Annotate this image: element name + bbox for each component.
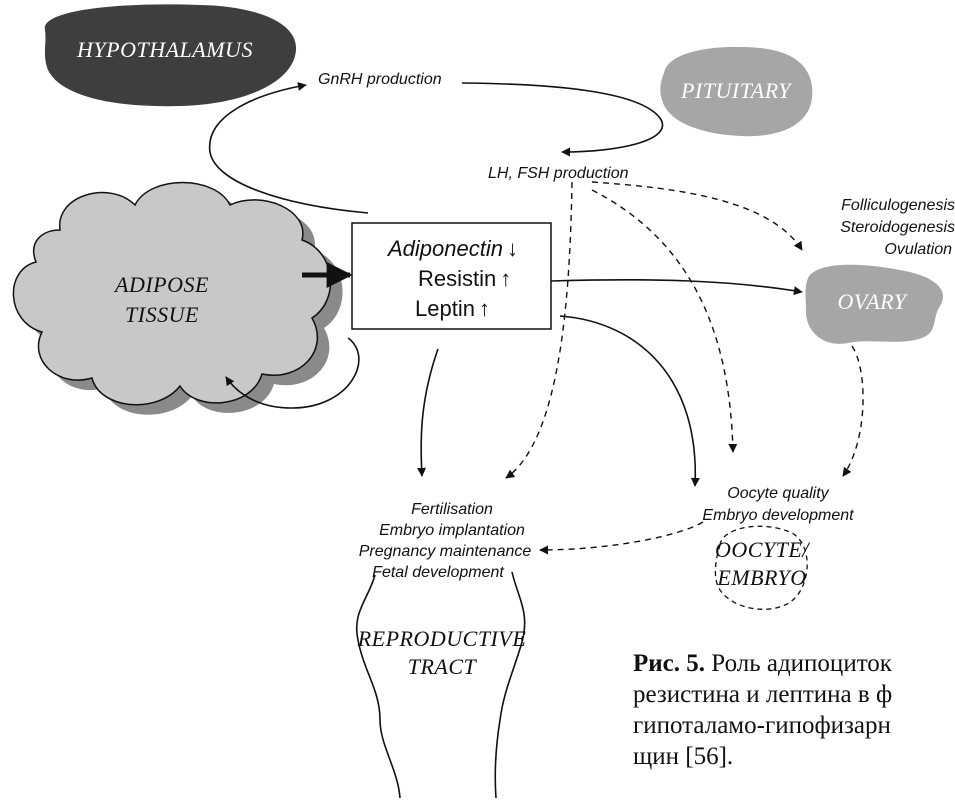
arrow-box-to-oocyte: [559, 315, 700, 487]
reproductive-label: REPRODUCTIVE: [357, 626, 527, 651]
arrow-lhfsh-to-ovary: [591, 181, 803, 251]
oocyte-embryo-outline: [714, 525, 808, 610]
adipose-tissue-node: ADIPOSE TISSUE: [12, 181, 343, 415]
arrow-gnrh-to-pituitary: [461, 82, 664, 157]
tract-function-item: Fetal development: [372, 564, 504, 581]
hypothalamus-shape: [44, 4, 297, 107]
arrow-lhfsh-to-oocyte: [591, 189, 738, 453]
oocyte-embryo-node: OOCYTE/ EMBRYO: [714, 525, 810, 610]
oocyte-label: OOCYTE/: [715, 537, 810, 562]
lh-fsh-production-label: LH, FSH production: [488, 165, 629, 182]
ovary-label: OVARY: [838, 289, 909, 314]
solid-arrows: [208, 81, 803, 487]
caption-line: щин [56].: [633, 743, 734, 770]
dashed-arrows: [505, 181, 864, 555]
ovary-node: OVARY: [805, 264, 944, 344]
caption-figure-number: Рис. 5.: [633, 650, 706, 677]
caption-line: Рис. 5. Роль адипоциток: [633, 648, 955, 679]
reproductive-tract-node: REPRODUCTIVE TRACT: [355, 571, 527, 799]
pituitary-label: PITUITARY: [680, 78, 793, 103]
caption-line: гипоталамо-гипофизарн: [633, 712, 891, 739]
adipose-label-line2: TISSUE: [125, 302, 199, 327]
embryo-label: EMBRYO: [716, 565, 806, 590]
ovary-function-item: Steroidogenesis: [840, 219, 955, 236]
tract-label: TRACT: [408, 654, 478, 679]
pituitary-node: PITUITARY: [660, 46, 813, 137]
tract-functions: Fertilisation Embryo implantation Pregna…: [359, 501, 532, 581]
leptin-label: Leptin↑: [415, 296, 490, 321]
caption-line: резистина и лептина в ф: [633, 681, 893, 708]
tract-function-item: Embryo implantation: [379, 522, 525, 539]
pituitary-shape: [660, 46, 813, 137]
gnrh-production-label: GnRH production: [318, 71, 442, 88]
tract-wall-left: [355, 574, 401, 799]
oocyte-functions: Oocyte quality Embryo development: [702, 485, 854, 524]
hypothalamus-node: HYPOTHALAMUS: [44, 4, 297, 107]
ovary-shape: [805, 264, 944, 344]
ovary-functions: Folliculogenesis Steroidogenesis Ovulati…: [840, 197, 955, 258]
ovary-function-item: Folliculogenesis: [841, 197, 955, 214]
tract-function-item: Pregnancy maintenance: [359, 543, 532, 560]
arrow-box-to-ovary: [550, 278, 803, 296]
tract-function-item: Fertilisation: [411, 501, 493, 518]
arrow-ovary-to-oocyte: [842, 345, 864, 477]
arrow-oocyte-to-tract: [539, 521, 704, 555]
arrow-box-to-tract: [417, 348, 439, 477]
arrow-box-to-hypothalamus: [208, 81, 369, 214]
resistin-label: Resistin↑: [418, 266, 511, 291]
arrow-lhfsh-to-tract: [505, 181, 573, 479]
arrow-box-self-loop: [225, 337, 360, 409]
adipokine-box-frame: [351, 222, 552, 330]
tract-wall-right: [494, 571, 526, 799]
adipokine-box: Adiponectin↓ Resistin↑ Leptin↑: [351, 222, 552, 330]
caption-text: Роль адипоциток: [711, 650, 892, 677]
figure-caption: Рис. 5. Роль адипоциток резистина и лепт…: [633, 648, 955, 772]
ovary-function-item: Ovulation: [884, 241, 952, 258]
adipose-shape: [12, 181, 332, 406]
oocyte-function-item: Oocyte quality: [727, 485, 829, 502]
adipose-label-line1: ADIPOSE: [113, 272, 209, 297]
oocyte-function-item: Embryo development: [702, 507, 854, 524]
hypothalamus-label: HYPOTHALAMUS: [76, 37, 253, 62]
adiponectin-label: Adiponectin↓: [386, 236, 518, 261]
